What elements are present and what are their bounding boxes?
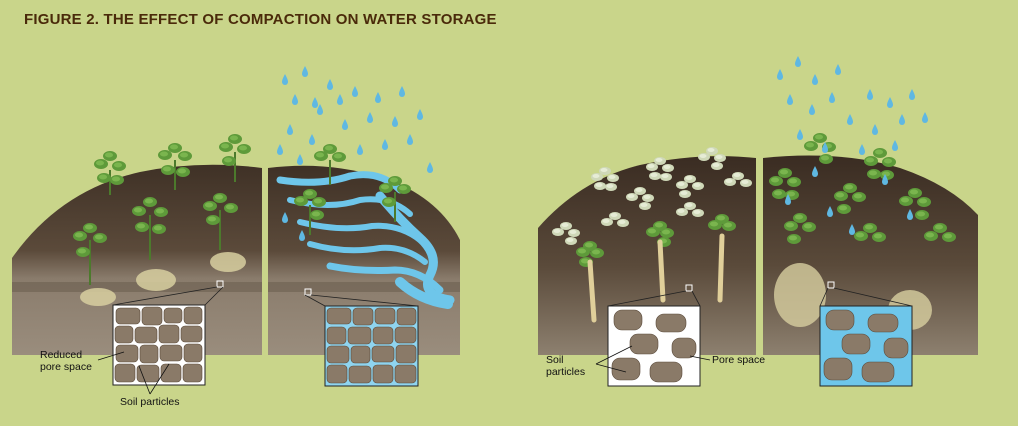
inset-healthy-pore-space [607,305,701,387]
runoff-water [276,171,455,309]
label-pore-space: Pore space [712,354,766,366]
inset-reduced-pore-space [112,304,206,386]
label-reduced-pore-space: Reduced pore space [40,349,92,373]
inset-compacted-water [324,305,419,387]
right-diagram-healthy-soil [538,56,978,387]
inset-water-filled-pore-space [819,305,913,387]
healthy-plants [73,134,411,285]
label-soil-particles-right: Soil particles [546,354,586,378]
left-diagram-compacted-soil [12,66,460,395]
shallow-roots [80,252,246,306]
figure-title: FIGURE 2. THE EFFECT OF COMPACTION ON WA… [24,11,497,28]
taproots [587,233,725,323]
label-soil-particles-left: Soil particles [120,396,180,408]
